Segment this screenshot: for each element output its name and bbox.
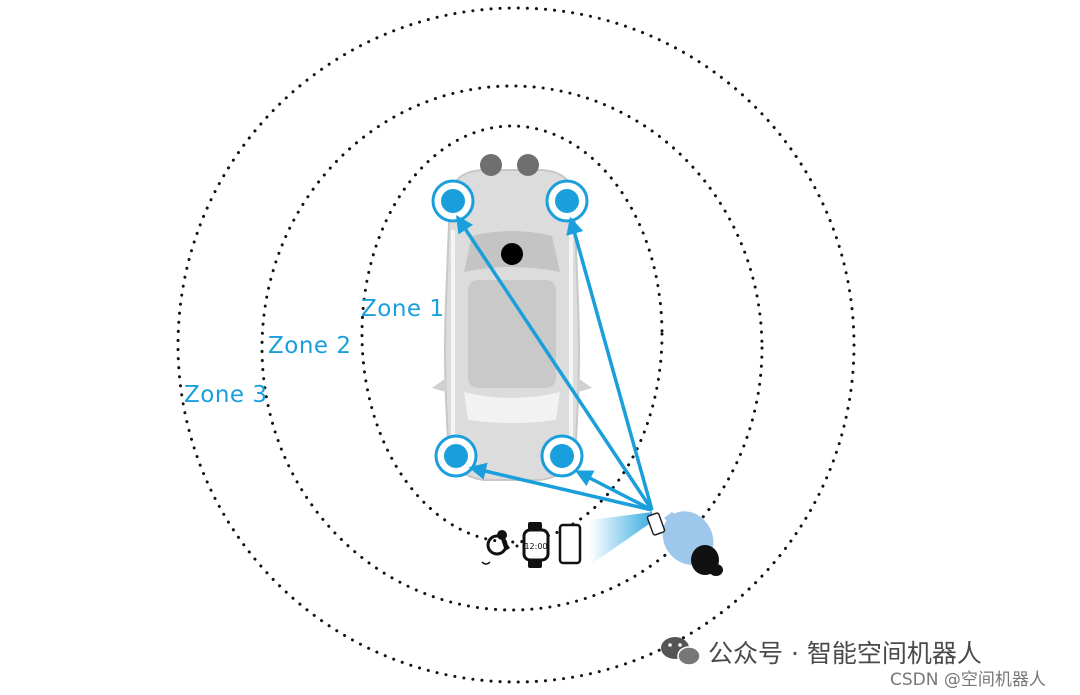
arrow-to-front-right	[566, 216, 654, 511]
arrow-to-rear-left	[468, 462, 653, 512]
watch-display: 12:00	[524, 542, 547, 551]
anchor-front-right	[545, 179, 589, 223]
person-icon	[646, 511, 723, 576]
zone-2-label: Zone 2	[268, 333, 352, 359]
zone-1-label: Zone 1	[361, 296, 445, 322]
wechat-logo-icon	[661, 637, 701, 666]
key-fob-icon	[481, 530, 519, 565]
smartphone-icon	[558, 523, 582, 565]
anchor-rear-left	[434, 434, 478, 478]
watermark-main: 公众号 · 智能空间机器人	[708, 639, 982, 668]
watermark-sub: CSDN @空间机器人	[890, 670, 1046, 690]
signal-beam	[590, 512, 652, 565]
central-anchor-dot	[501, 243, 523, 265]
zone-3-ring	[176, 6, 856, 684]
zone-3-label: Zone 3	[184, 382, 268, 408]
arrow-to-front-left	[456, 215, 654, 511]
arrow-to-rear-right	[574, 470, 653, 512]
anchor-front-left	[431, 179, 475, 223]
grey-dot-right	[517, 154, 539, 176]
anchor-rear-right	[540, 434, 584, 478]
grey-dot-left	[480, 154, 502, 176]
smartwatch-icon: 12:00	[522, 522, 550, 568]
zone-1-ring	[360, 124, 664, 544]
zone-2-ring	[260, 84, 764, 612]
